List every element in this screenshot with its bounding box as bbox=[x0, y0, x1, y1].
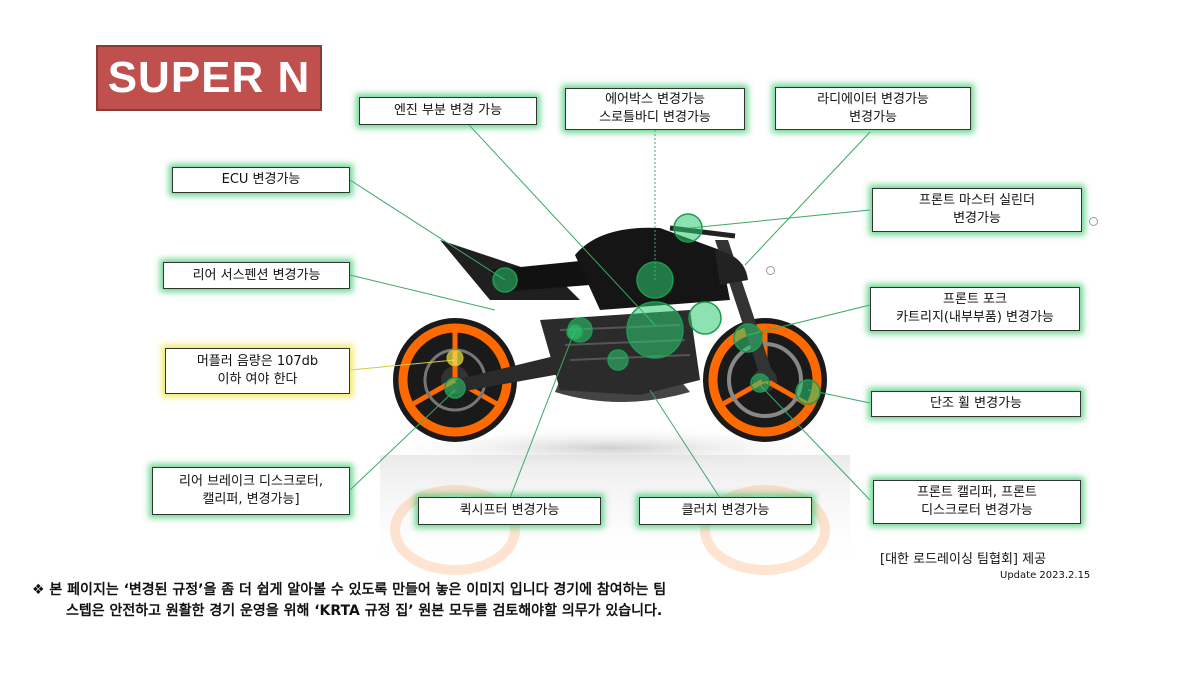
reflection-wheel-rear bbox=[390, 485, 520, 575]
highlight-markers bbox=[444, 213, 821, 405]
label-engine: 엔진 부분 변경 가능 bbox=[359, 97, 537, 125]
credit-text: [대한 로드레이싱 팀협회] 제공 bbox=[880, 552, 1047, 567]
label-ecu: ECU 변경가능 bbox=[172, 167, 350, 193]
reflection-wheel-front bbox=[700, 485, 830, 575]
muffler-marker bbox=[446, 349, 464, 367]
note-line-1: ❖ 본 페이지는 ‘변경된 규정’을 좀 더 쉽게 알아볼 수 있도록 만들어 … bbox=[32, 582, 667, 598]
callout-lines bbox=[349, 111, 871, 501]
label-rear-suspension: 리어 서스펜션 변경가능 bbox=[163, 262, 350, 289]
disclaimer-note: ❖ 본 페이지는 ‘변경된 규정’을 좀 더 쉽게 알아볼 수 있도록 만들어 … bbox=[32, 580, 666, 622]
headlight bbox=[715, 250, 748, 285]
slide-handle-dot bbox=[766, 266, 775, 275]
label-quickshifter: 퀵시프터 변경가능 bbox=[418, 497, 601, 525]
note-line-2: 스텝은 안전하고 원활한 경기 운영을 위해 ‘KRTA 규정 집’ 원본 모두… bbox=[66, 603, 663, 619]
label-rear-brake: 리어 브레이크 디스크로터,캘리퍼, 변경가능] bbox=[152, 467, 350, 515]
label-forged-wheel: 단조 휠 변경가능 bbox=[871, 391, 1081, 417]
page-title: SUPER N bbox=[96, 45, 322, 111]
slide-handle-dot bbox=[1089, 217, 1098, 226]
label-clutch: 클러치 변경가능 bbox=[639, 497, 812, 525]
update-date: Update 2023.2.15 bbox=[1000, 570, 1091, 581]
